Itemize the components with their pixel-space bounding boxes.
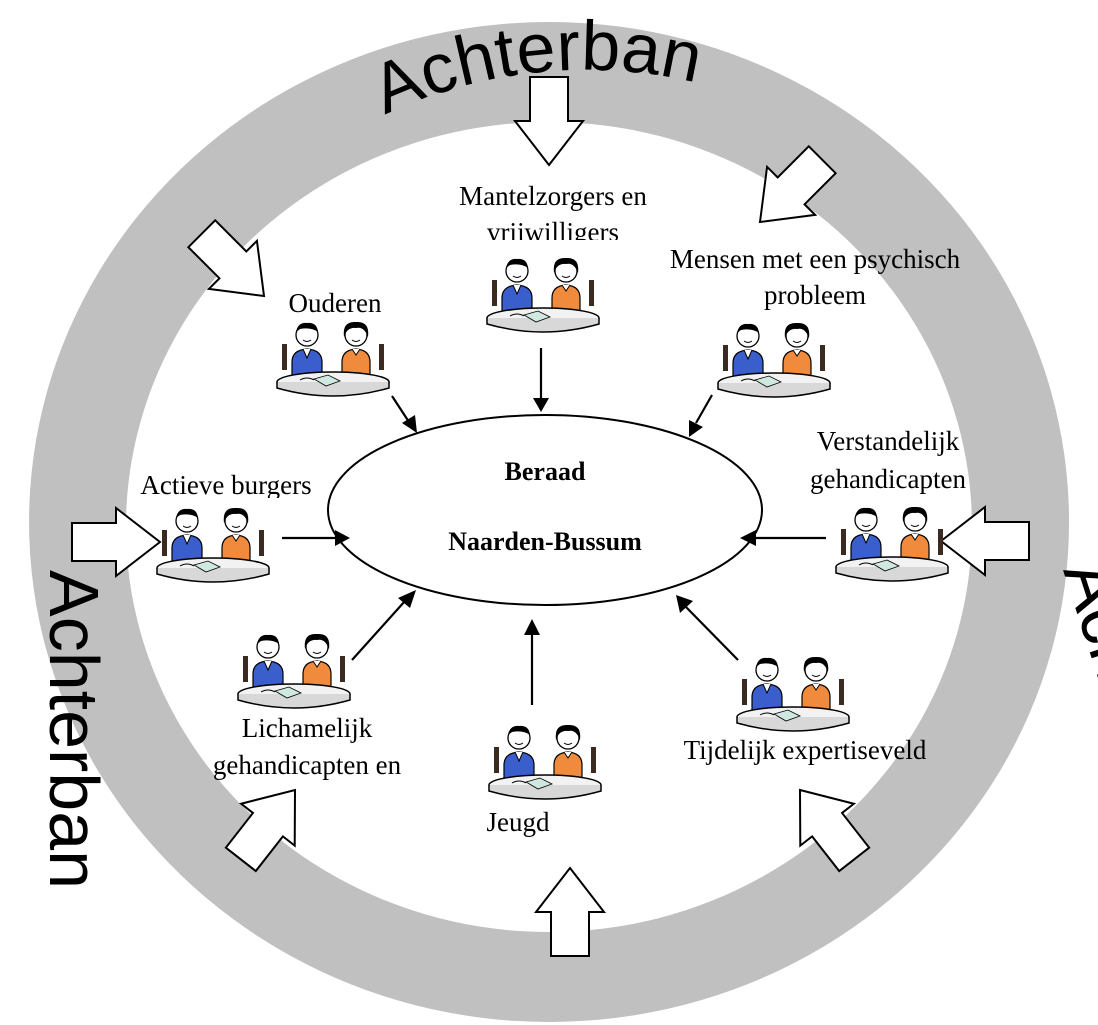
group-label: Mantelzorgers en <box>459 181 647 211</box>
group-label: Mensen met een psychisch <box>670 244 961 274</box>
meeting-table-icon <box>488 724 602 800</box>
group-label: Jeugd <box>487 807 550 837</box>
group-label: Lichamelijk <box>242 713 373 743</box>
center-subtitle: Naarden-Bussum <box>448 527 642 556</box>
meeting-table-icon <box>736 656 850 732</box>
group-label: Ouderen <box>289 288 382 318</box>
group-label: vrijwilligers <box>487 217 619 247</box>
group-actieve-burgers: Actieve burgers <box>140 470 311 500</box>
group-jeugd: Jeugd <box>487 807 550 837</box>
meeting-table-icon <box>237 633 351 709</box>
group-label: Verstandelijk <box>817 426 960 456</box>
meeting-table-icon <box>276 321 390 397</box>
group-tijdelijk: Tijdelijk expertiseveld <box>684 735 927 765</box>
group-label: probleem <box>764 280 866 310</box>
center-ellipse <box>327 414 763 606</box>
center-node: Beraad Naarden-Bussum <box>327 414 763 606</box>
meeting-table-icon <box>486 257 600 333</box>
center-title: Beraad <box>505 457 586 486</box>
group-lichamelijk: Lichamelijk gehandicapten en <box>213 713 402 780</box>
group-label: gehandicapten en <box>213 750 402 780</box>
group-label: Actieve burgers <box>140 470 311 500</box>
meeting-table-icon <box>717 322 831 398</box>
group-verstandelijk: Verstandelijk gehandicapten <box>810 426 966 494</box>
meeting-table-icon <box>156 507 270 583</box>
group-ouderen: Ouderen <box>289 288 382 318</box>
ring-label-left: Achterban <box>35 570 113 889</box>
group-label: gehandicapten <box>810 464 966 494</box>
group-label: Tijdelijk expertiseveld <box>684 735 927 765</box>
meeting-table-icon <box>835 506 949 582</box>
group-psychisch: Mensen met een psychisch probleem <box>670 244 961 310</box>
connectors <box>282 348 826 705</box>
group-mantelzorgers: Mantelzorgers en vrijwilligers <box>459 181 647 247</box>
